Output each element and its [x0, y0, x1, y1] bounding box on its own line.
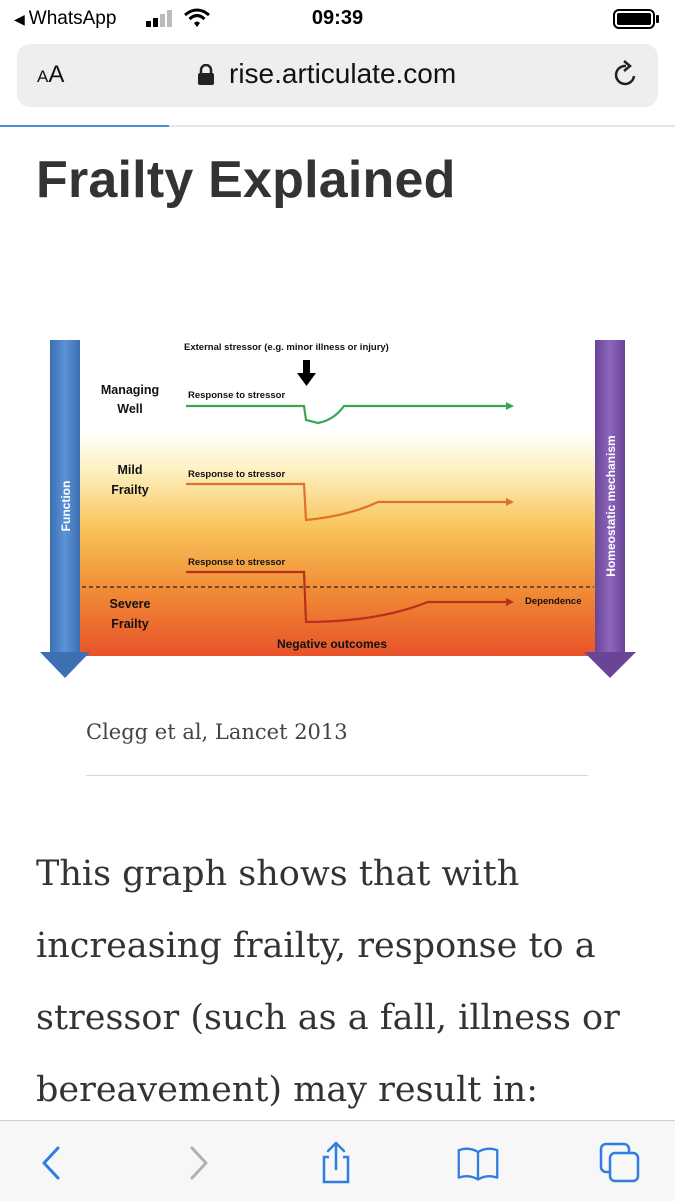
body-paragraph: This graph shows that with increasing fr… — [36, 854, 620, 1110]
homeostatic-axis-label: Homeostatic mechanism — [604, 435, 618, 576]
page-load-progress-fill — [0, 125, 169, 127]
url-text[interactable]: rise.articulate.com — [229, 58, 457, 89]
managing-well-label-2: Well — [117, 402, 142, 416]
frailty-diagram: Function Homeostatic mechanism External … — [40, 336, 636, 678]
mild-frailty-response-line — [186, 482, 508, 522]
clock: 09:39 — [311, 7, 364, 29]
back-button[interactable] — [30, 1141, 74, 1185]
share-icon — [322, 1141, 350, 1184]
page-title: Frailty Explained — [36, 151, 456, 209]
wifi-icon — [184, 8, 210, 27]
managing-well-arrowhead — [506, 402, 514, 410]
function-axis-arrow: Function — [40, 340, 90, 678]
severe-frailty-response-label: Response to stressor — [188, 557, 285, 568]
bookmarks-button[interactable] — [456, 1141, 500, 1185]
status-bar: ◀ WhatsApp 09:39 — [0, 0, 675, 36]
figure-caption: Clegg et al, Lancet 2013 — [86, 720, 348, 744]
lock-icon — [198, 64, 214, 85]
mild-frailty-arrowhead — [506, 498, 514, 506]
severe-frailty-arrowhead — [506, 598, 514, 606]
tabs-button[interactable] — [598, 1141, 642, 1185]
mild-frailty-label-2: Frailty — [111, 483, 149, 497]
divider — [86, 775, 588, 776]
battery-icon — [613, 9, 659, 29]
back-app-label: WhatsApp — [28, 8, 117, 29]
severe-frailty-label-1: Severe — [109, 597, 150, 611]
severe-frailty-label-2: Frailty — [111, 617, 149, 631]
page-load-progress — [0, 125, 675, 127]
browser-toolbar — [0, 1120, 675, 1201]
severe-frailty-response-line — [186, 570, 508, 624]
managing-well-response-label: Response to stressor — [188, 390, 285, 401]
address-bar[interactable]: AA rise.articulate.com — [17, 44, 658, 107]
chevron-right-icon — [190, 1146, 208, 1180]
share-button[interactable] — [314, 1141, 358, 1185]
mild-frailty-label-1: Mild — [118, 463, 143, 477]
forward-button[interactable] — [176, 1141, 220, 1185]
stressor-label: External stressor (e.g. minor illness or… — [184, 342, 389, 353]
negative-outcomes-label: Negative outcomes — [277, 637, 387, 651]
cellular-signal-icon — [146, 10, 172, 27]
mild-frailty-response-label: Response to stressor — [188, 469, 285, 480]
book-icon — [457, 1147, 499, 1181]
chevron-left-icon — [42, 1146, 60, 1180]
reload-icon[interactable] — [611, 60, 641, 90]
function-axis-label: Function — [59, 481, 73, 532]
back-to-app-link[interactable]: ◀ WhatsApp — [14, 8, 116, 30]
homeostatic-axis-arrow: Homeostatic mechanism — [584, 340, 636, 678]
managing-well-response-line — [186, 404, 508, 425]
back-triangle-icon: ◀ — [14, 10, 25, 27]
tabs-icon — [599, 1142, 640, 1183]
stressor-arrow-icon — [297, 360, 316, 386]
managing-well-label-1: Managing — [101, 383, 159, 397]
reader-view-button[interactable]: AA — [37, 61, 65, 88]
dependence-label: Dependence — [525, 596, 582, 607]
